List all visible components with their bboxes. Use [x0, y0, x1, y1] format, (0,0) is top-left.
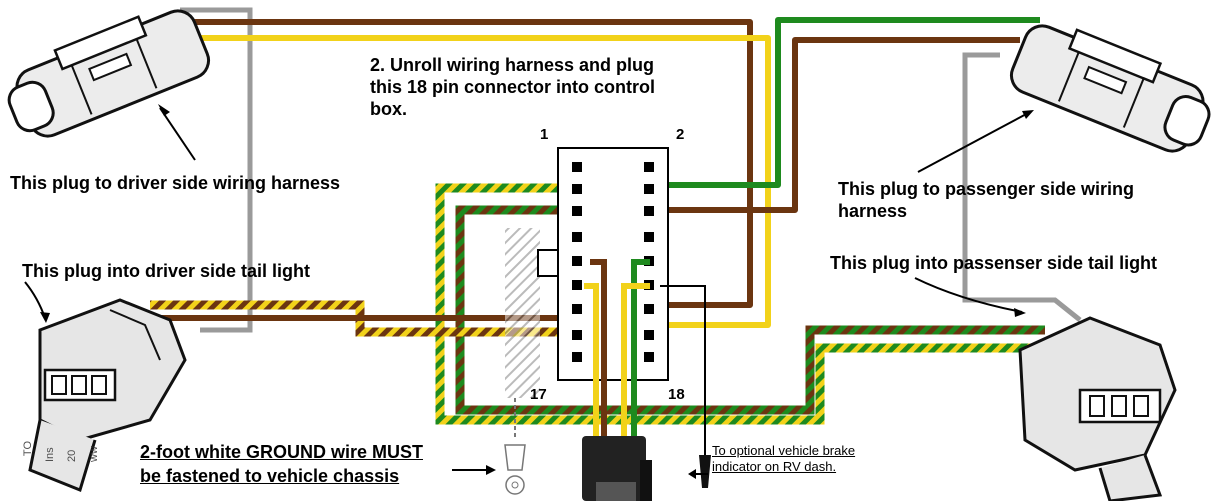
- ring-terminal-icon: [504, 398, 526, 495]
- brake-note: To optional vehicle brake indicator on R…: [712, 443, 855, 475]
- side-fragment-2: Ins: [44, 447, 56, 462]
- brake-wire: [660, 285, 706, 460]
- pin-2-label: 2: [676, 126, 685, 143]
- outer-hatched-loop: [435, 183, 1045, 425]
- pin-17-label: 17: [530, 386, 547, 403]
- driver-harness-connector-icon: [7, 9, 211, 138]
- brake-wire-end: [699, 455, 711, 488]
- brake-note-line1: To optional vehicle brake: [712, 443, 856, 458]
- driver-harness-label: This plug to driver side wiring harness: [10, 173, 341, 193]
- passenger-runs: [660, 17, 1040, 213]
- step2-line3: box.: [370, 99, 408, 119]
- control-box-plug-icon: [582, 436, 652, 501]
- driver-tail-label: This plug into driver side tail light: [22, 261, 311, 281]
- ground-label: 2-foot white GROUND wire MUST be fastene…: [140, 440, 423, 488]
- pin-18-label: 18: [668, 386, 685, 403]
- rotated-side-fragment: TO Ins 20 ww: [12, 441, 100, 462]
- passenger-tail-arrow: [914, 277, 1023, 313]
- plug-feed-wires: [584, 259, 650, 460]
- driver-harness-arrow: [159, 107, 196, 161]
- brake-note-line2: indicator on RV dash.: [712, 459, 837, 474]
- control-box-connector: [537, 147, 669, 381]
- passenger-tail-label: This plug into passenser side tail light: [830, 253, 1158, 273]
- step2-line1: 2. Unroll wiring harness and plug: [370, 55, 655, 75]
- passenger-tail-connector-icon: [1018, 316, 1177, 501]
- pin-1-label: 1: [540, 126, 549, 143]
- passenger-harness-line1: This plug to passenger side wiring: [838, 179, 1135, 199]
- passenger-harness-connector-icon: [1009, 24, 1211, 153]
- passenger-harness-line2: harness: [838, 201, 908, 221]
- side-fragment-1: TO: [22, 441, 34, 457]
- step2-line2: this 18 pin connector into control: [370, 77, 656, 97]
- side-fragment-4: ww: [88, 446, 100, 462]
- step2-label: 2. Unroll wiring harness and plug this 1…: [370, 54, 655, 120]
- driver-tail-connector-icon: [28, 298, 187, 493]
- pointer-arrows: [24, 104, 1034, 479]
- passenger-harness-label: This plug to passenger side wiring harne…: [838, 178, 1134, 222]
- gray-wires: [180, 7, 1082, 333]
- ground-line1: 2-foot white GROUND wire MUST: [140, 442, 423, 462]
- side-fragment-3: 20: [66, 449, 78, 462]
- ground-line2: be fastened to vehicle chassis: [140, 466, 400, 486]
- passenger-harness-arrow: [917, 111, 1031, 173]
